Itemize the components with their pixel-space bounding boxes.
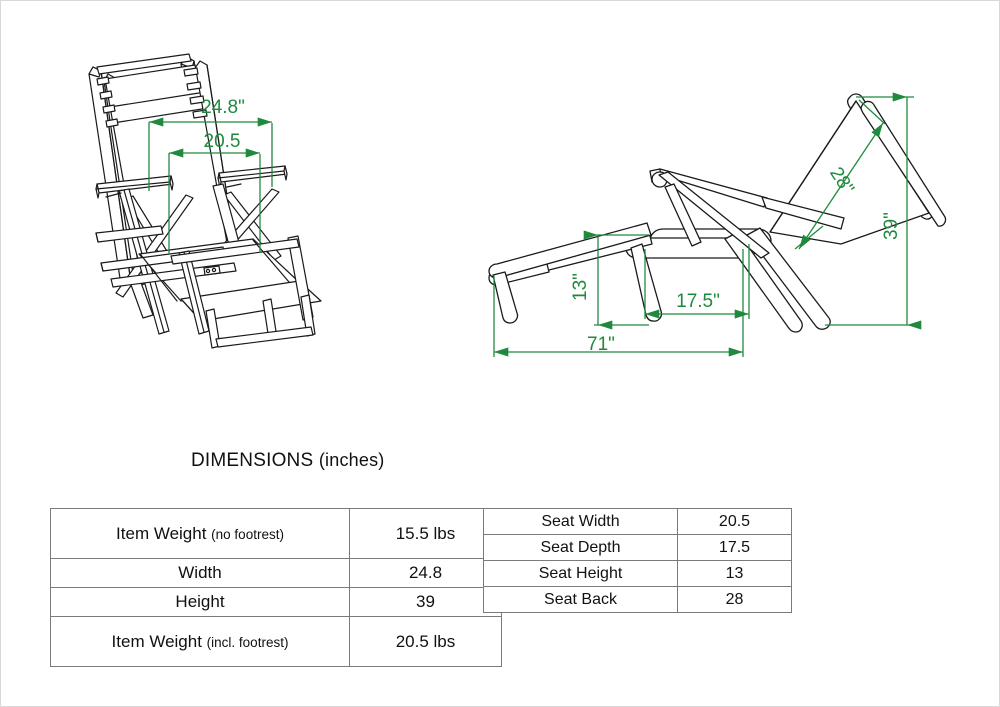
- side-backrest-tube: [846, 93, 934, 220]
- left-armrest: [95, 175, 174, 199]
- dimension-20p5: [168, 148, 261, 254]
- row-label-width: Width: [50, 558, 350, 588]
- seat-sling-fabric: [138, 238, 300, 302]
- right-armrest: [217, 165, 288, 189]
- footrest-front-legs: [205, 294, 316, 349]
- back-top-rail: [96, 53, 192, 75]
- footrest-side-rail-left: [178, 250, 210, 335]
- footrest-platform: [180, 280, 322, 322]
- back-left-post: [88, 66, 132, 286]
- footrest-hinge-detail: [203, 265, 221, 276]
- dimension-24p8: [148, 117, 273, 191]
- rear-left-leg: [129, 279, 154, 319]
- label-sub: (no footrest): [211, 526, 284, 542]
- side-footrest-arm: [488, 231, 653, 286]
- table-row: Seat Height 13: [483, 560, 792, 587]
- back-slat-rungs-right: [183, 67, 208, 119]
- back-right-post: [180, 56, 225, 264]
- dimension-label-17p5: 17.5": [676, 291, 720, 312]
- row-value-seat-back: 28: [677, 586, 792, 613]
- dimensions-word: DIMENSIONS: [191, 450, 314, 471]
- row-label-seat-width: Seat Width: [483, 508, 678, 535]
- dimension-label-28: 28": [825, 164, 858, 199]
- back-sling-fabric: [104, 64, 230, 274]
- dimension-label-39: 39": [881, 212, 902, 240]
- side-seat-front-crossbar: [625, 237, 757, 259]
- perspective-detail-lines: [105, 183, 290, 302]
- seat-spec-table: Seat Width 20.5 Seat Depth 17.5 Seat Hei…: [483, 508, 792, 613]
- back-left-post-inner: [103, 73, 145, 288]
- dimension-label-20p5: 20.5: [204, 131, 241, 152]
- row-label-height: Height: [50, 587, 350, 617]
- dimension-label-71: 71": [587, 334, 615, 355]
- side-footrest-leg-left: [492, 271, 519, 324]
- row-value-item-weight-no-footrest: 15.5 lbs: [349, 508, 502, 559]
- row-value-seat-depth: 17.5: [677, 534, 792, 561]
- row-value-seat-height: 13: [677, 560, 792, 587]
- label-text: Item Weight: [116, 523, 207, 543]
- dimension-39: [825, 92, 922, 330]
- table-row: Seat Width 20.5: [483, 508, 792, 535]
- row-label-seat-back: Seat Back: [483, 586, 678, 613]
- side-footrest-leg-mid: [630, 243, 663, 322]
- side-footrest-upper-rail: [488, 222, 652, 279]
- side-seat-tube: [649, 228, 772, 254]
- row-value-width: 24.8: [349, 558, 502, 588]
- row-value-item-weight-incl-footrest: 20.5 lbs: [349, 616, 502, 667]
- table-row: Item Weight (no footrest) 15.5 lbs: [50, 508, 502, 559]
- side-armrest-support: [651, 171, 668, 188]
- dimension-28: [794, 99, 886, 250]
- table-row: Width 24.8: [50, 558, 502, 588]
- side-rear-leg: [724, 231, 803, 333]
- back-right-post-inner: [194, 60, 238, 265]
- side-back-sling: [769, 100, 930, 245]
- side-diagonal-brace-b: [664, 183, 702, 247]
- table-row: Seat Depth 17.5: [483, 534, 792, 561]
- footrest-side-rail-right: [287, 235, 314, 321]
- front-right-leg: [212, 183, 256, 305]
- row-value-height: 39: [349, 587, 502, 617]
- front-left-leg: [118, 188, 170, 335]
- rear-right-leg: [219, 256, 242, 295]
- row-label-item-weight-incl-footrest: Item Weight (incl. footrest): [50, 616, 350, 667]
- side-stretcher-left: [95, 225, 164, 243]
- dimension-label-13: 13": [570, 273, 591, 301]
- table-row: Seat Back 28: [483, 586, 792, 613]
- row-label-item-weight-no-footrest: Item Weight (no footrest): [50, 508, 350, 559]
- lower-stretcher-rear: [110, 262, 237, 288]
- row-value-seat-width: 20.5: [677, 508, 792, 535]
- side-diagonal-brace-a: [658, 171, 770, 259]
- label-text: Item Weight: [111, 631, 202, 651]
- footrest-upper-rail: [170, 238, 300, 265]
- page-title: DIMENSIONS (inches): [191, 450, 384, 472]
- right-cross-brace: [213, 188, 282, 261]
- dimension-13: [583, 230, 649, 330]
- side-armrest: [649, 168, 845, 230]
- dimensions-unit: (inches): [318, 450, 385, 470]
- dimension-71: [493, 249, 744, 357]
- row-label-seat-depth: Seat Depth: [483, 534, 678, 561]
- label-sub: (incl. footrest): [206, 634, 289, 650]
- table-row: Item Weight (incl. footrest) 20.5 lbs: [50, 616, 502, 667]
- row-label-seat-height: Seat Height: [483, 560, 678, 587]
- table-row: Height 39: [50, 587, 502, 617]
- side-front-leg: [746, 227, 831, 330]
- side-backrest-frame-rear: [860, 100, 947, 227]
- back-slat-rungs-left: [96, 76, 119, 128]
- left-cross-brace: [115, 194, 194, 298]
- main-spec-table: Item Weight (no footrest) 15.5 lbs Width…: [50, 508, 502, 667]
- lower-stretcher-front: [100, 246, 226, 272]
- dimension-label-24p8: 24.8": [201, 97, 245, 118]
- dimension-17p5: [644, 244, 750, 319]
